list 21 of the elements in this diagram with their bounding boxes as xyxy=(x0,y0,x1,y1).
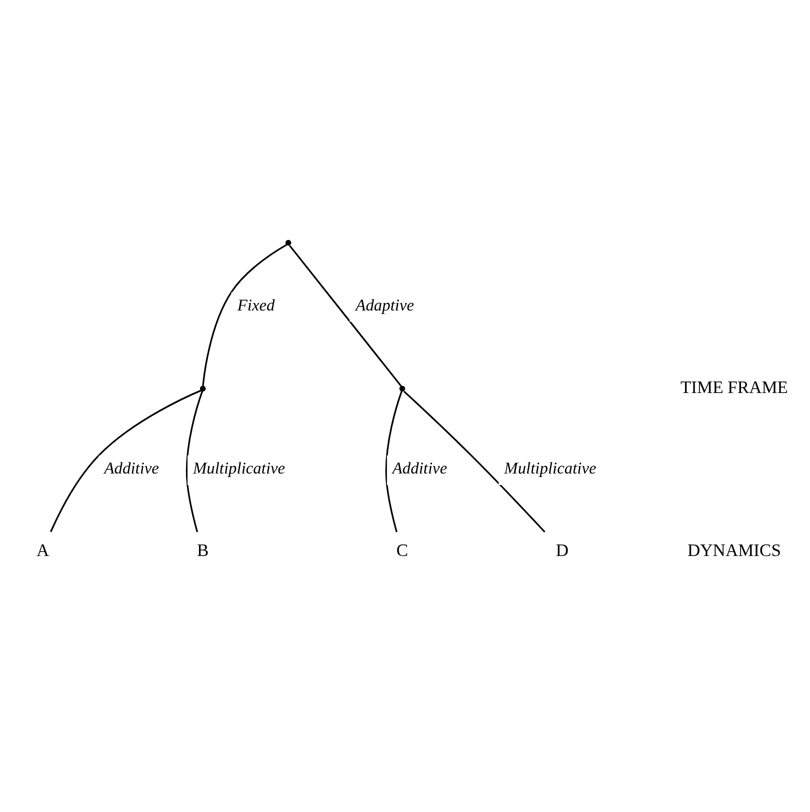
node-point xyxy=(399,386,406,392)
edge-label: Multiplicative xyxy=(504,458,596,478)
connector xyxy=(385,390,403,532)
connector xyxy=(288,244,402,387)
label: DYNAMICS xyxy=(688,540,781,560)
node-text: A xyxy=(36,540,50,560)
connector xyxy=(403,390,546,532)
edge-label: Adaptive xyxy=(356,295,414,314)
edge-label: Fixed xyxy=(237,295,275,314)
node-point xyxy=(200,386,206,392)
node-text: D xyxy=(556,540,569,560)
node-text: C xyxy=(396,540,408,560)
edge-label: Additive xyxy=(392,458,448,478)
edge-label: Additive xyxy=(104,458,159,478)
connector xyxy=(202,244,288,386)
node-text: B xyxy=(197,540,209,560)
label: TIME FRAME xyxy=(680,376,788,397)
connector xyxy=(50,390,202,532)
edge-label: Multiplicative xyxy=(192,458,286,478)
node-point xyxy=(285,240,292,246)
connector xyxy=(186,390,204,532)
